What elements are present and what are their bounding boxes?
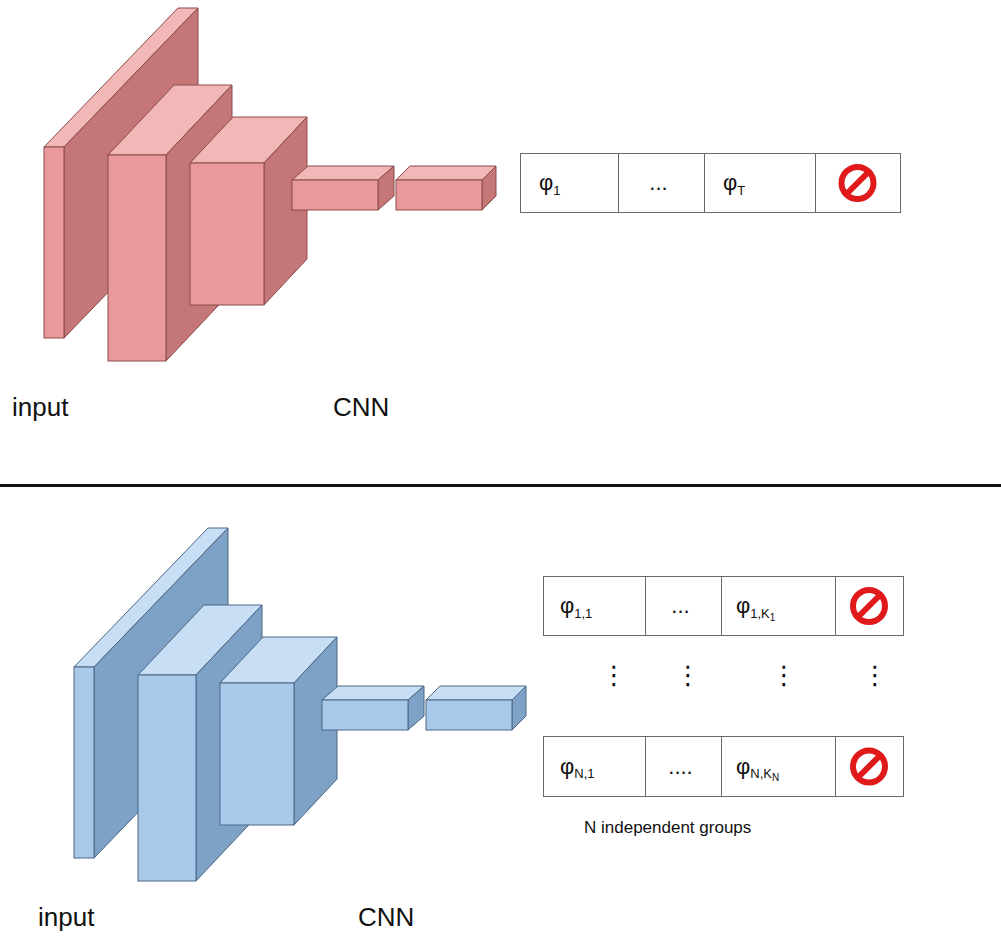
symbol-text: ...	[649, 170, 667, 196]
ellipsis-vertical: ⋮	[675, 660, 701, 691]
layer-top	[292, 166, 394, 180]
layer-front	[138, 675, 196, 881]
layer-side	[512, 686, 526, 730]
vector-cell: ....	[645, 736, 722, 797]
subscript-text: 1	[553, 183, 560, 198]
layer-front	[108, 155, 166, 361]
layer-front	[74, 667, 94, 858]
network-label: CNN	[333, 392, 389, 423]
symbol-text: φ	[560, 754, 574, 780]
input-label: input	[38, 902, 94, 933]
subscript-text: N,K	[750, 766, 772, 781]
cnn-illustration-bottom	[74, 528, 526, 881]
subscript-text: N,1	[574, 766, 594, 781]
layer-front	[292, 180, 378, 210]
ellipsis-vertical: ⋮	[601, 660, 627, 691]
layer-side	[264, 117, 307, 305]
layer-side	[294, 637, 337, 825]
input-label: input	[12, 392, 68, 423]
symbol-text: φ	[560, 593, 574, 619]
ellipsis-vertical: ⋮	[862, 660, 888, 691]
symbol-text: φ	[539, 170, 553, 196]
layer-front	[220, 683, 294, 825]
no-entry-slash	[858, 756, 880, 778]
layer-front	[190, 163, 264, 305]
layer-front	[44, 147, 64, 338]
no-entry-symbol	[853, 751, 885, 783]
empty-cell	[816, 154, 901, 213]
cnn-illustration-top	[44, 8, 496, 361]
vector-cell: φT	[704, 153, 816, 213]
subscript-text: 1,K	[750, 606, 770, 621]
layer-side	[408, 686, 424, 730]
layer-front	[426, 700, 512, 730]
symbol-text: ...	[671, 593, 689, 619]
caption-note: N independent groups	[584, 818, 751, 838]
no-entry-slash	[847, 172, 869, 194]
vector-cell: φ1	[520, 153, 619, 213]
layer-front	[322, 700, 408, 730]
symbol-text: ....	[668, 754, 692, 780]
vector-cell: ...	[618, 153, 705, 213]
layer-top	[396, 166, 496, 180]
empty-cell	[836, 737, 904, 797]
vector-cell: φ1,K1	[721, 576, 836, 636]
subscript-text: 1	[770, 612, 776, 623]
separator-line	[0, 484, 1001, 487]
symbol-text: φ	[736, 593, 750, 619]
layer-top	[322, 686, 424, 700]
no-entry-symbol	[853, 590, 885, 622]
no-entry-slash	[858, 595, 880, 617]
ellipsis-vertical: ⋮	[771, 660, 797, 691]
symbol-text: φ	[736, 754, 750, 780]
empty-cell	[836, 577, 904, 636]
vector-cell: ...	[645, 576, 722, 636]
layer-side	[378, 166, 394, 210]
subscript-text: T	[737, 183, 745, 198]
subscript-text: 1,1	[574, 606, 592, 621]
vector-cell: φN,1	[543, 736, 646, 797]
vector-cell: φN,KN	[721, 736, 836, 797]
layer-front	[396, 180, 482, 210]
layer-top	[426, 686, 526, 700]
no-entry-symbol	[842, 167, 874, 199]
subscript-text: N	[772, 772, 779, 783]
symbol-text: φ	[723, 170, 737, 196]
vector-cell: φ1,1	[543, 576, 646, 636]
network-label: CNN	[358, 902, 414, 933]
layer-side	[482, 166, 496, 210]
